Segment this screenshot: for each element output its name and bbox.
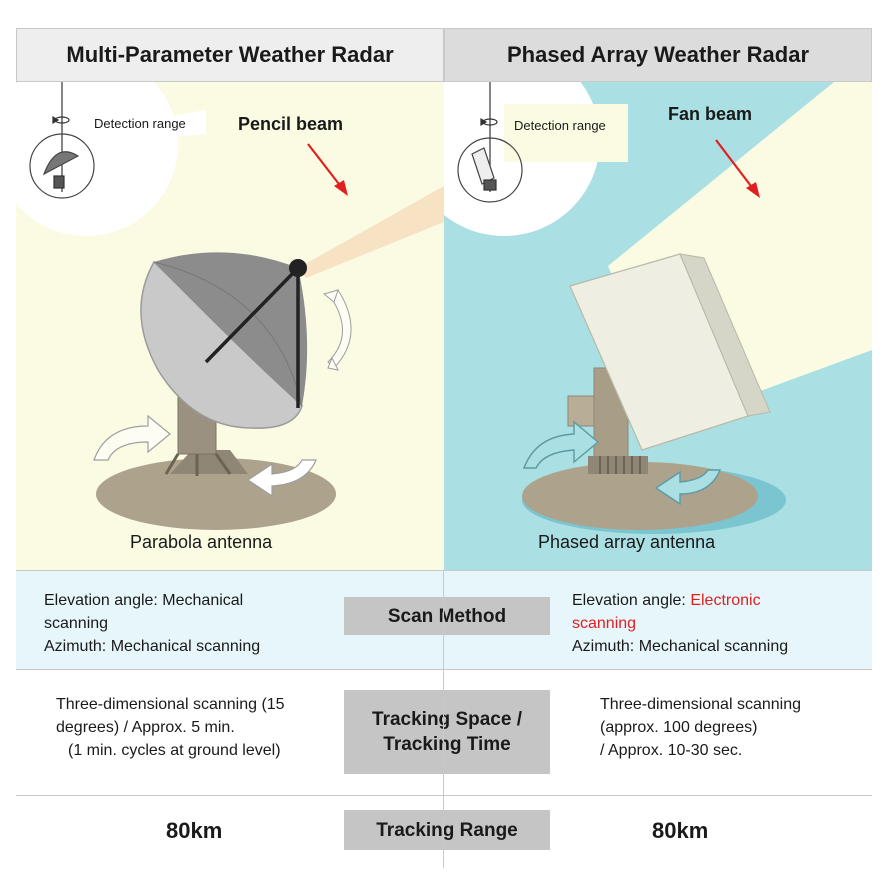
scan-method-right: Elevation angle: Electronic scanning Azi… <box>572 589 788 658</box>
tracking-right-line1: Three-dimensional scanning <box>600 696 801 713</box>
range-left-value: 80km <box>166 818 223 843</box>
phased-array-illustration-panel: Detection range Fan beam Phased array an… <box>444 82 872 570</box>
left-detection-range-label: Detection range <box>94 116 186 131</box>
scan-left-line2: scanning <box>44 615 109 632</box>
column-divider <box>443 570 444 868</box>
pencil-beam-shape <box>298 186 444 278</box>
tracking-range-badge: Tracking Range <box>344 810 550 850</box>
tracking-right-line3: / Approx. 10-30 sec. <box>600 742 743 759</box>
parabola-illustration-panel: Detection range Pencil beam Parabola ant… <box>16 82 444 570</box>
scan-right-line3: Azimuth: Mechanical scanning <box>572 638 789 655</box>
scan-method-left: Elevation angle: Mechanical scanning Azi… <box>44 589 260 658</box>
tracking-badge: Tracking Space / Tracking Time <box>344 690 550 774</box>
parabola-antenna-label: Parabola antenna <box>130 532 273 552</box>
scan-right-highlight2: scanning <box>572 615 637 632</box>
pencil-beam-label: Pencil beam <box>238 114 344 134</box>
detection-range-circle <box>16 82 178 236</box>
scan-method-badge: Scan Method <box>344 597 550 635</box>
fan-beam-label: Fan beam <box>668 104 753 124</box>
tracking-right-line2: (approx. 100 degrees) <box>600 719 758 736</box>
parabola-antenna-illustration <box>16 82 444 530</box>
tracking-left-line3: (1 min. cycles at ground level) <box>68 742 281 759</box>
scan-right-prefix: Elevation angle: <box>572 592 691 609</box>
tracking-left-line2: degrees) / Approx. 5 min. <box>56 719 235 736</box>
range-right-value: 80km <box>652 818 709 843</box>
small-parabola-icon <box>29 82 95 199</box>
tracking-left-line1: Three-dimensional scanning (15 <box>56 696 285 713</box>
small-phased-array-icon <box>457 82 523 203</box>
pencil-beam-pointer <box>307 143 343 189</box>
header-multi-parameter-radar: Multi-Parameter Weather Radar <box>16 28 444 82</box>
azimuth-arrow-right-right-panel <box>654 469 722 506</box>
header-phased-array-radar: Phased Array Weather Radar <box>444 28 872 82</box>
azimuth-arrow-right <box>246 459 317 498</box>
scan-left-line1: Elevation angle: Mechanical <box>44 592 244 609</box>
fan-beam-pointer <box>715 139 755 191</box>
scan-right-highlight1: Electronic <box>690 592 761 609</box>
tracking-badge-line1: Tracking Space / <box>372 709 522 730</box>
phased-array-antenna-illustration <box>444 82 872 534</box>
azimuth-arrow-left <box>93 414 171 461</box>
azimuth-arrow-left-right-panel <box>522 420 600 469</box>
tracking-badge-line2: Tracking Time <box>383 734 511 755</box>
tracking-right: Three-dimensional scanning (approx. 100 … <box>600 693 801 762</box>
tracking-left: Three-dimensional scanning (15 degrees) … <box>56 693 285 762</box>
phased-array-antenna-label: Phased array antenna <box>538 532 716 552</box>
right-detection-range-label: Detection range <box>514 118 606 133</box>
scan-left-line3: Azimuth: Mechanical scanning <box>44 638 261 655</box>
